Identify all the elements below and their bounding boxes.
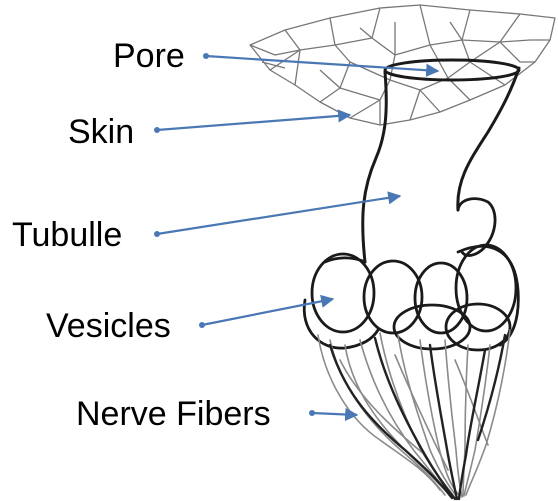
label-nerve-fibers: Nerve Fibers xyxy=(76,395,271,433)
label-tubulle: Tubulle xyxy=(12,216,122,254)
pore-opening xyxy=(385,60,519,80)
vesicles xyxy=(304,245,518,350)
tubulle-left-wall xyxy=(363,72,387,262)
label-pore: Pore xyxy=(113,37,185,75)
leader-arrows xyxy=(154,53,438,416)
label-skin: Skin xyxy=(68,113,134,151)
receptor-drawing xyxy=(304,60,519,499)
vesicles-arrow xyxy=(199,299,333,328)
tubulle-right-wall xyxy=(458,68,519,210)
skin-arrow xyxy=(154,115,350,133)
label-vesicles: Vesicles xyxy=(46,307,171,345)
